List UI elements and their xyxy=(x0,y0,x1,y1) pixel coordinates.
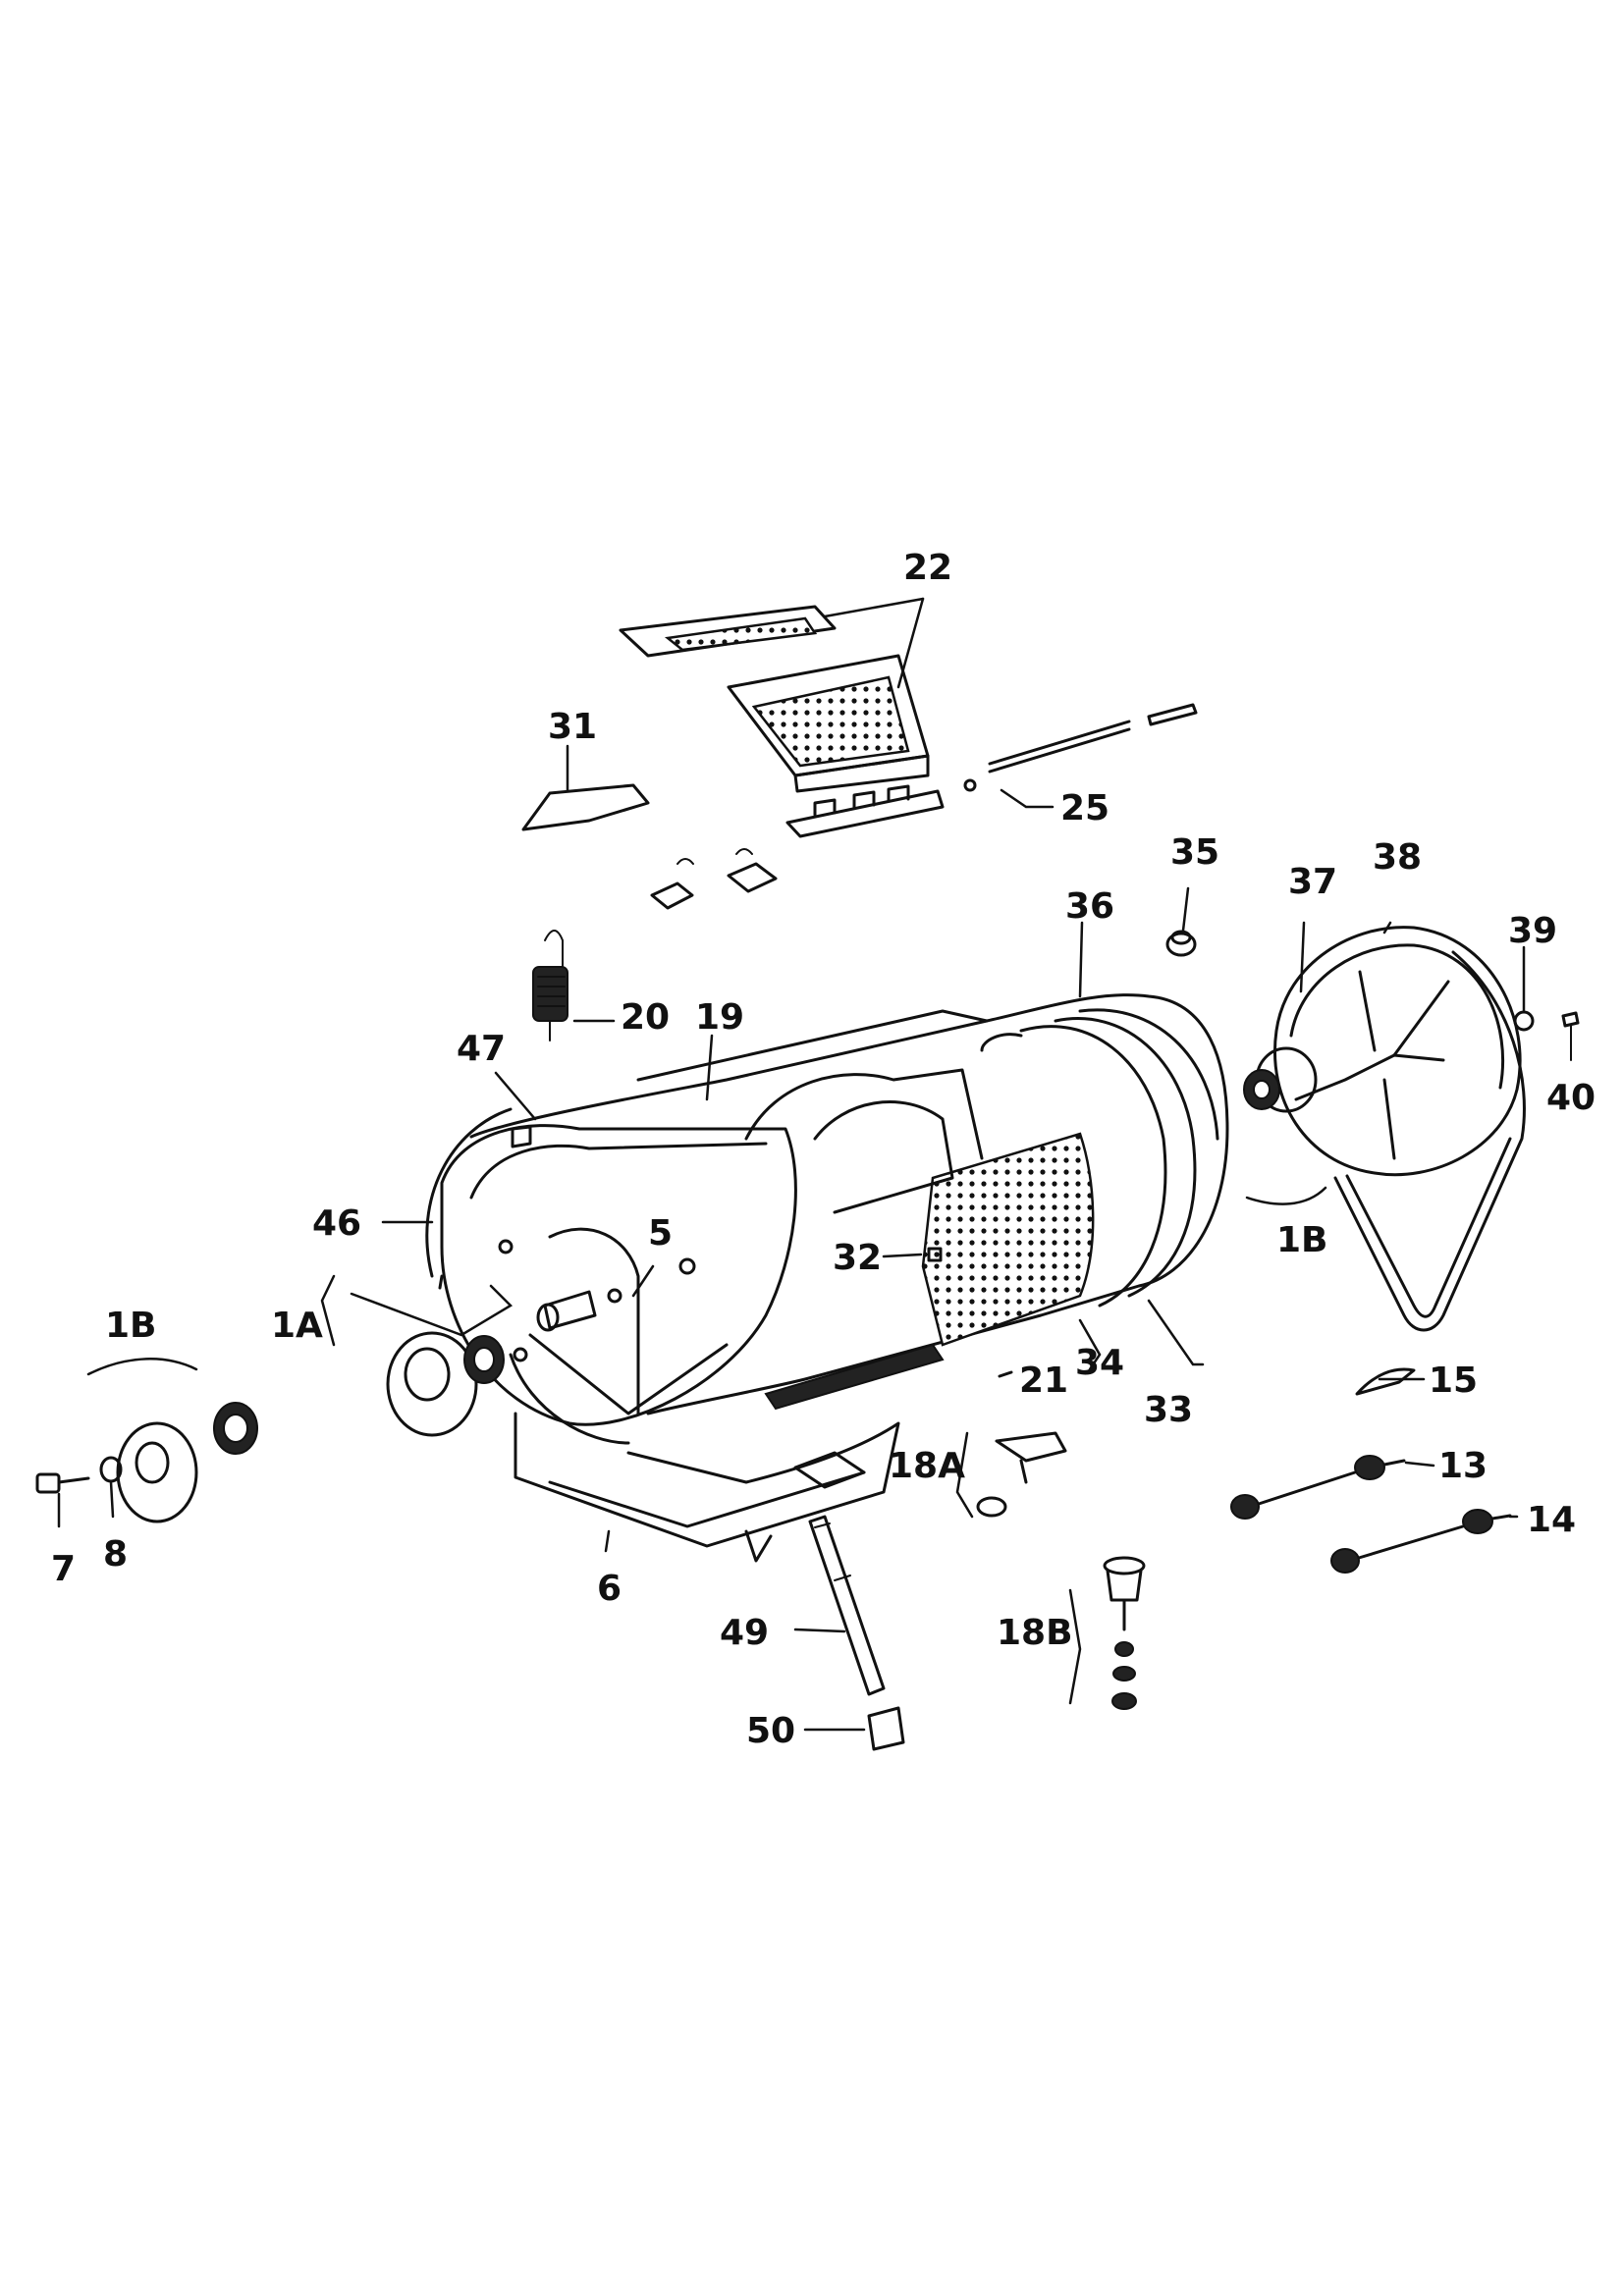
callout-47: 47 xyxy=(457,1029,506,1069)
damper-49 xyxy=(808,1515,886,1696)
callout-22: 22 xyxy=(903,548,952,588)
belt-38 xyxy=(1333,950,1526,1332)
callout-21: 21 xyxy=(1019,1361,1068,1401)
callout-18A: 18A xyxy=(889,1446,965,1486)
drum-assembly xyxy=(469,993,1229,1415)
callout-6: 6 xyxy=(597,1569,622,1609)
callout-46: 46 xyxy=(312,1203,361,1244)
pulley-37 xyxy=(1243,926,1522,1177)
callout-35: 35 xyxy=(1170,832,1219,873)
bolt-7 xyxy=(35,1472,90,1494)
tub-base-6 xyxy=(514,1412,900,1563)
callout-1B-left: 1B xyxy=(105,1306,157,1346)
bracket-18A xyxy=(976,1431,1067,1518)
callout-14: 14 xyxy=(1527,1500,1576,1540)
tub-front-47 xyxy=(440,1124,797,1445)
callout-1A: 1A xyxy=(271,1306,323,1346)
callout-49: 49 xyxy=(720,1613,769,1653)
callout-1B-right: 1B xyxy=(1276,1220,1328,1260)
leader-lines xyxy=(57,597,1526,1732)
nut-39 xyxy=(1513,1010,1535,1032)
callout-5: 5 xyxy=(648,1213,673,1254)
bracket-31 xyxy=(521,783,650,831)
callout-7: 7 xyxy=(51,1549,76,1589)
callout-32: 32 xyxy=(833,1238,882,1278)
callout-13: 13 xyxy=(1438,1446,1488,1486)
callout-19: 19 xyxy=(695,997,744,1038)
tab-21 xyxy=(998,1370,1013,1378)
callout-36: 36 xyxy=(1065,886,1114,927)
clamp-46 xyxy=(425,1107,513,1290)
shaft-5 xyxy=(536,1288,622,1332)
callout-15: 15 xyxy=(1429,1361,1478,1401)
screw-40 xyxy=(1561,1011,1580,1061)
callout-31: 31 xyxy=(548,707,597,747)
callout-39: 39 xyxy=(1508,911,1557,951)
bearing-1A xyxy=(386,1331,528,1437)
foot-50 xyxy=(867,1706,905,1751)
foot-18B xyxy=(1103,1556,1146,1710)
callout-40: 40 xyxy=(1546,1078,1596,1118)
rod-14 xyxy=(1330,1509,1512,1574)
clips xyxy=(650,848,778,910)
clip-15 xyxy=(1355,1367,1416,1396)
screw-32 xyxy=(927,1247,943,1262)
callout-25: 25 xyxy=(1060,788,1109,828)
nut-35 xyxy=(1165,930,1197,957)
bearing-1B-left xyxy=(116,1402,258,1523)
callout-33: 33 xyxy=(1144,1390,1193,1430)
pin-rods-25 xyxy=(963,703,1198,792)
callout-38: 38 xyxy=(1373,837,1422,878)
callout-labels: 22 31 25 35 36 37 38 39 40 20 19 47 46 5… xyxy=(51,548,1596,1751)
callout-50: 50 xyxy=(746,1711,795,1751)
callout-18B: 18B xyxy=(997,1613,1073,1653)
callout-37: 37 xyxy=(1288,862,1337,902)
top-panel-22 xyxy=(619,605,930,793)
callout-34: 34 xyxy=(1075,1343,1124,1383)
hinge-strip xyxy=(785,784,945,838)
spring-20 xyxy=(532,930,568,1041)
callout-20: 20 xyxy=(621,997,670,1038)
rod-13 xyxy=(1230,1455,1406,1520)
callout-8: 8 xyxy=(103,1534,128,1575)
